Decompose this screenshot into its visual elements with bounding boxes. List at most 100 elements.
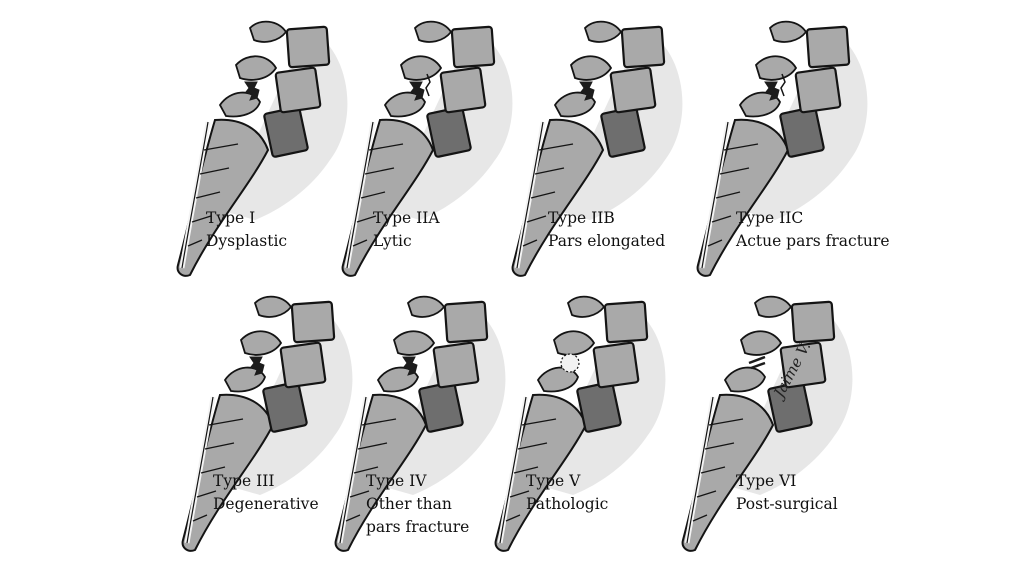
vertebral-body <box>263 106 309 158</box>
sacral-segment-line <box>708 418 744 426</box>
posterior-element <box>392 330 436 356</box>
vertebral-body <box>620 25 666 69</box>
caption-title: Type III <box>213 472 275 490</box>
sacral-segment-line <box>353 466 379 474</box>
vertebral-body <box>262 381 308 433</box>
caption-title: Type IIB <box>548 209 615 227</box>
vertebral-body <box>603 300 649 344</box>
vertebral-body <box>794 66 842 114</box>
panel-type-v <box>478 285 688 565</box>
posterior-element <box>406 295 446 318</box>
sacral-segment-line <box>530 191 556 199</box>
panel-type-iic <box>680 10 890 290</box>
sacral-segment-line <box>704 442 735 450</box>
sacral-segment-line <box>191 215 212 223</box>
caption-type-iib: Type IIB Pars elongated <box>548 207 665 253</box>
spine-illustration-type-v <box>494 295 666 552</box>
posterior-element <box>536 366 579 393</box>
vertebral-body <box>418 381 464 433</box>
spine-illustration-type-vi <box>681 295 853 552</box>
posterior-element <box>723 366 766 393</box>
sacral-segment-line <box>349 490 370 498</box>
vertebral-body <box>779 106 825 158</box>
lesion-mark <box>402 356 418 376</box>
sacral-segment-line <box>203 143 239 151</box>
sacral-segment-line <box>696 490 717 498</box>
sacral-segment-line <box>505 514 521 522</box>
caption-type-iia: Type IIA Lytic <box>373 207 440 253</box>
caption-type-iic: Type IIC Actue pars fracture <box>736 207 890 253</box>
caption-title: Type IV <box>366 472 427 490</box>
caption-type-vi: Type VI Post-surgical <box>736 470 838 516</box>
caption-title: Type V <box>526 472 581 490</box>
vertebral-body <box>779 341 827 389</box>
spine-illustration-type-iib <box>511 20 683 277</box>
spine-illustration-type-iic <box>696 20 868 277</box>
posterior-element <box>738 91 781 118</box>
sacral-segment-line <box>513 466 539 474</box>
posterior-element <box>383 91 426 118</box>
sacral-segment-line <box>361 418 397 426</box>
lesion-mark <box>748 355 766 370</box>
vertebral-body <box>592 341 640 389</box>
caption-subtitle: Dysplastic <box>206 232 288 250</box>
panel-type-iv <box>318 285 528 565</box>
caption-title: Type IIC <box>736 209 804 227</box>
fracture-line <box>425 73 431 97</box>
posterior-element <box>566 295 606 318</box>
panel-type-i <box>160 10 370 290</box>
posterior-element <box>739 330 783 356</box>
caption-subtitle: Pars elongated <box>548 232 666 250</box>
caption-type-v: Type V Pathologic <box>526 470 608 516</box>
caption-subtitle: Actue pars fracture <box>736 232 890 250</box>
vertebral-body <box>426 106 472 158</box>
sacral-segment-line <box>509 490 530 498</box>
sacral-segment-line <box>715 191 741 199</box>
posterior-element <box>248 20 288 43</box>
spinal-canal-edge <box>701 121 729 269</box>
sacral-segment-line <box>357 442 388 450</box>
lesion-mark <box>579 81 595 101</box>
sacral-segment-line <box>192 514 208 522</box>
sacral-segment-line <box>195 191 221 199</box>
sacral-segment-line <box>204 442 235 450</box>
spine-illustration-type-iii <box>181 295 353 552</box>
sacral-segment-line <box>200 466 226 474</box>
spine-illustration-type-i <box>176 20 348 277</box>
caption-subtitle: Degenerative <box>213 495 319 513</box>
lesion-mark <box>249 356 265 376</box>
caption-type-iii: Type III Degenerative <box>213 470 319 516</box>
sacral-segment-line <box>711 215 732 223</box>
sacral-segment-line <box>526 215 547 223</box>
spinal-canal-edge <box>499 396 527 544</box>
sacral-segment-line <box>356 215 377 223</box>
panel-type-vi <box>665 285 875 565</box>
caption-subtitle: Lytic <box>373 232 412 250</box>
panel-type-iii <box>165 285 375 565</box>
caption-type-i: Type I Dysplastic <box>206 207 287 253</box>
spine-illustration-type-iv <box>334 295 506 552</box>
vertebral-body <box>805 25 851 69</box>
spinal-canal-edge <box>516 121 544 269</box>
posterior-element <box>253 295 293 318</box>
spinal-canal-edge <box>339 396 367 544</box>
sacral-segment-line <box>522 239 538 247</box>
posterior-element <box>413 20 453 43</box>
caption-title: Type I <box>206 209 256 227</box>
vertebral-body <box>274 66 322 114</box>
vertebral-body <box>609 66 657 114</box>
sacral-segment-line <box>707 239 723 247</box>
vertebral-body <box>285 25 331 69</box>
fracture-line <box>780 73 786 97</box>
sacral-segment-line <box>538 143 574 151</box>
spinal-canal-edge <box>186 396 214 544</box>
panel-type-iib <box>495 10 705 290</box>
lesion-mark <box>409 81 425 101</box>
sacral-segment-line <box>208 418 244 426</box>
caption-type-iv: Type IV Other than pars fracture <box>366 470 469 539</box>
lesion-mark <box>560 353 580 373</box>
posterior-element <box>753 295 793 318</box>
vertebral-body <box>432 341 480 389</box>
caption-subtitle-line2: pars fracture <box>366 518 470 536</box>
